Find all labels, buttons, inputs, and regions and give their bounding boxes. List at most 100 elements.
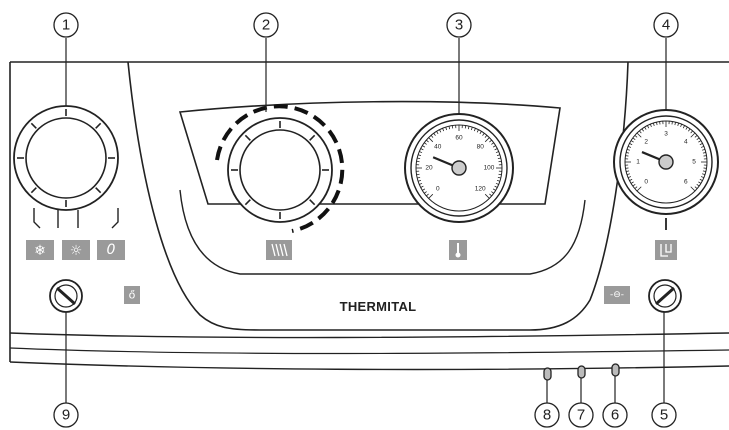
radiator-icon: [266, 240, 292, 260]
temperature-tick: [496, 179, 501, 182]
pressure-tick: [699, 143, 703, 146]
svg-text:5: 5: [660, 407, 668, 424]
pressure-tick: [639, 130, 642, 134]
temperature-tick: [445, 126, 448, 131]
inner-lower-bezel: [179, 189, 586, 275]
temperature-tick: [420, 185, 424, 188]
heating-temperature-knob[interactable]: [215, 104, 345, 233]
pressure-tick: [682, 125, 685, 129]
sun-icon[interactable]: ☼: [62, 240, 90, 260]
temperature-tick: [420, 148, 424, 151]
flame-reset-icon: ő: [124, 286, 140, 304]
pressure-tick-label: 5: [692, 159, 696, 166]
heating-knob-tick: [244, 134, 251, 141]
svg-text:8: 8: [543, 407, 551, 424]
pressure-tick: [634, 135, 638, 138]
temperature-tick: [428, 137, 434, 143]
pressure-tick: [702, 170, 706, 172]
pressure-tick-label: 4: [684, 139, 688, 146]
pressure-tick-label: 1: [636, 159, 640, 166]
temperature-tick-label: 40: [434, 143, 442, 150]
temperature-tick: [491, 142, 495, 145]
pressure-tick: [699, 178, 703, 181]
pressure-tick: [694, 135, 698, 138]
service-screw[interactable]: [648, 279, 682, 313]
led-indicator-6: [611, 363, 620, 377]
callout-4: 4: [653, 12, 679, 38]
svg-text:2: 2: [262, 17, 270, 34]
temperature-tick: [423, 191, 427, 194]
temperature-tick: [495, 182, 499, 185]
pressure-tick: [690, 132, 696, 138]
temperature-tick-label: 120: [475, 186, 486, 193]
temperature-tick-label: 20: [425, 165, 433, 172]
temperature-tick-label: 60: [455, 135, 463, 142]
temperature-tick: [417, 154, 422, 157]
pressure-tick: [627, 145, 632, 148]
pressure-tick: [702, 148, 706, 151]
display-window: [178, 100, 561, 205]
pressure-tick: [702, 173, 706, 176]
temperature-tick: [422, 145, 426, 148]
pressure-tick: [626, 152, 630, 154]
pressure-tick: [700, 176, 705, 179]
reset-screw[interactable]: [49, 279, 83, 313]
mode-selector-knob[interactable]: [13, 105, 119, 211]
pressure-tick: [634, 186, 638, 189]
temperature-tick: [423, 142, 427, 145]
temperature-tick: [489, 193, 492, 197]
callout-6: 6: [602, 402, 628, 428]
temperature-tick: [417, 179, 422, 182]
pressure-tick: [626, 170, 630, 172]
temperature-tick-label: 0: [436, 186, 440, 193]
temperature-tick: [470, 126, 473, 131]
temperature-tick: [417, 176, 421, 179]
temperature-tick: [497, 157, 501, 160]
mode-knob-tick: [30, 187, 37, 194]
svg-text:3: 3: [455, 17, 463, 34]
temperature-tick: [484, 137, 490, 143]
callout-3: 3: [446, 12, 472, 38]
temperature-tick: [482, 132, 485, 136]
temperature-tick: [467, 126, 470, 130]
pressure-tick-label: 6: [684, 178, 688, 185]
mode-knob-tick: [95, 122, 102, 129]
callout-7: 7: [568, 402, 594, 428]
heating-knob-tick: [309, 134, 316, 141]
panel-bottom-line-3: [9, 361, 729, 371]
svg-text:6: 6: [611, 407, 619, 424]
pressure-tick: [674, 122, 676, 126]
power-off-icon[interactable]: 0: [97, 240, 125, 260]
temperature-tick-label: 80: [477, 143, 485, 150]
temperature-tick: [496, 154, 501, 157]
pressure-tick-label: 2: [644, 139, 648, 146]
thermometer-icon: [449, 240, 467, 260]
svg-text:ő: ő: [129, 289, 136, 302]
temperature-tick: [439, 129, 442, 133]
pressure-tick: [698, 181, 702, 184]
temperature-tick: [473, 128, 476, 132]
snowflake-icon[interactable]: ❄: [26, 240, 54, 260]
temperature-tick: [419, 151, 423, 154]
temperature-tick: [484, 135, 488, 138]
pressure-tick: [698, 140, 702, 143]
tap-water-icon: [655, 240, 677, 260]
pressure-tick: [632, 137, 636, 140]
pressure-tick: [649, 123, 652, 128]
temperature-tick: [426, 139, 429, 143]
svg-text:☼: ☼: [70, 243, 83, 259]
temperature-tick: [433, 132, 436, 136]
svg-text:0: 0: [107, 242, 116, 258]
callout-1: 1: [53, 12, 79, 38]
temperature-tick: [428, 193, 434, 199]
svg-text:9: 9: [62, 407, 70, 424]
pressure-tick: [627, 176, 632, 179]
temperature-tick: [494, 185, 498, 188]
led-indicator-7: [577, 365, 586, 379]
svg-text:7: 7: [577, 407, 585, 424]
callout-8: 8: [534, 402, 560, 428]
temperature-tick: [436, 131, 439, 135]
brand-label: THERMITAL: [340, 299, 417, 314]
